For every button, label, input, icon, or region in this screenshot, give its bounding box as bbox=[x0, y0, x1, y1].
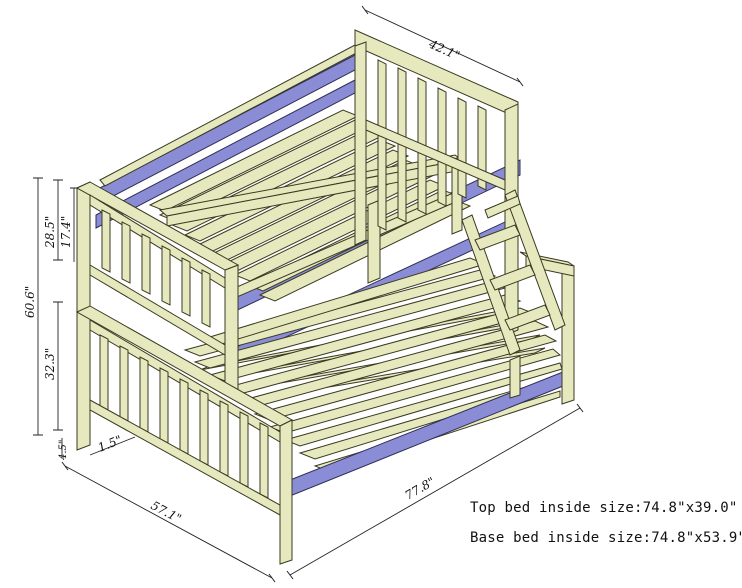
dim-upper-rail: 28.5" bbox=[43, 216, 57, 249]
dim-upper-guard: 17.4" bbox=[59, 216, 73, 248]
base-bed-size-label: Base bed inside size:74.8"x53.9" bbox=[470, 530, 742, 546]
top-bed-size-label: Top bed inside size:74.8"x39.0" bbox=[470, 500, 738, 516]
lower-bed bbox=[183, 214, 575, 499]
dimension-lines bbox=[33, 5, 584, 583]
front-end-frame bbox=[75, 181, 294, 565]
ladder bbox=[461, 189, 566, 356]
upper-bed bbox=[95, 44, 521, 317]
ladder-rung-2 bbox=[489, 264, 536, 291]
front-right-upper-post bbox=[224, 264, 239, 396]
lower-right-post bbox=[561, 265, 575, 405]
dim-length: 77.8" bbox=[403, 474, 438, 502]
dim-base-width: 57.1" bbox=[149, 498, 184, 526]
dim-slat-gap: 1.5" bbox=[96, 433, 124, 455]
front-right-lower-post bbox=[279, 419, 293, 565]
ladder-right-rail bbox=[504, 189, 566, 331]
lower-right-front-post bbox=[509, 355, 521, 399]
ladder-rung-3 bbox=[504, 304, 551, 331]
dim-width-top: 42.1" bbox=[426, 37, 462, 63]
upper-end-top-rail bbox=[75, 181, 240, 271]
dim-lower-height: 32.3" bbox=[43, 348, 57, 380]
dim-overall-height: 60.6" bbox=[23, 286, 37, 318]
ladder-rung-1 bbox=[474, 224, 521, 251]
dim-foot: 4.5" bbox=[58, 439, 69, 461]
